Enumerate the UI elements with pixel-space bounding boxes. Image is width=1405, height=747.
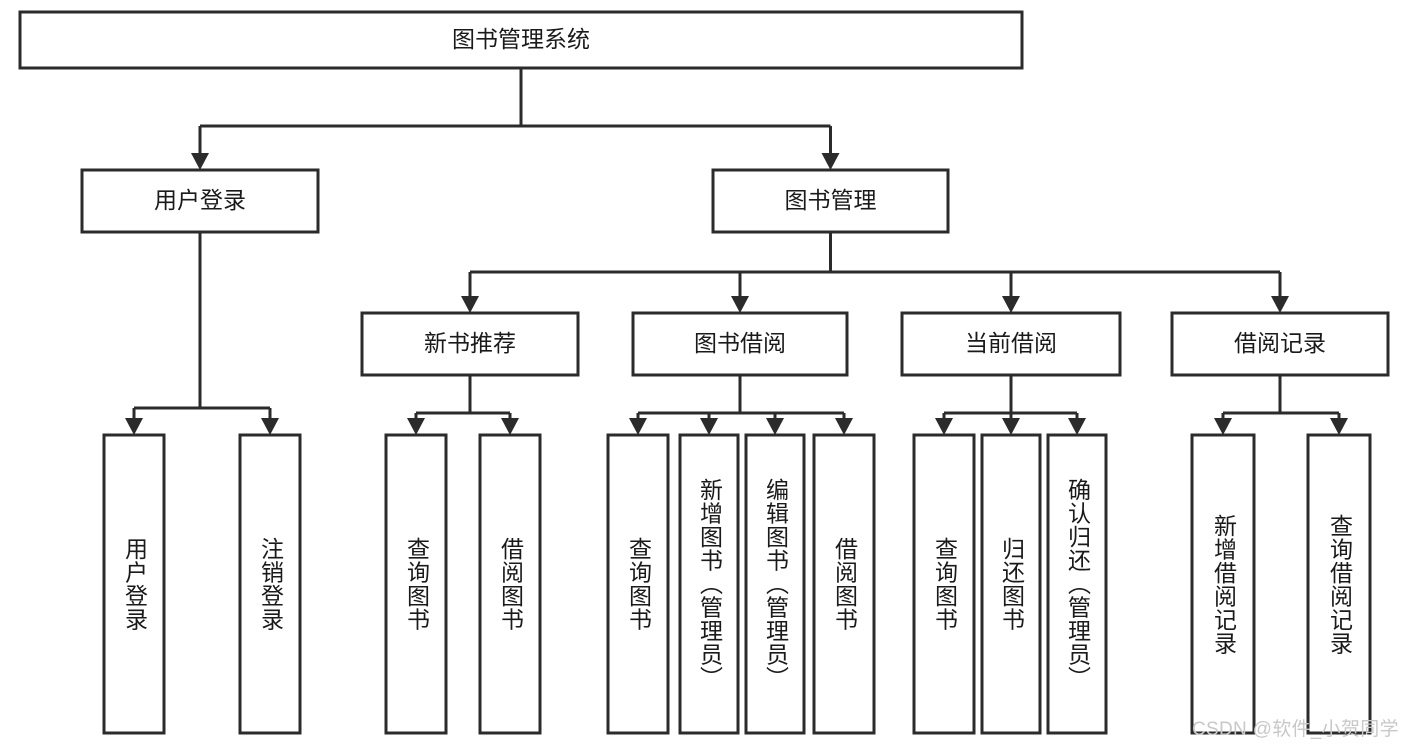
root-arrow-0 [191,153,209,170]
level2-label-1: 图书管理 [785,187,877,213]
l3-2-arrow-0 [935,418,953,435]
l3-0-arrow-0 [407,418,425,435]
l3-3-arrow-0 [1214,418,1232,435]
l3-3-arrow-1 [1330,418,1348,435]
leaf-box-7[interactable] [812,433,876,735]
leaf-box-11[interactable] [1190,433,1256,735]
book-mgmt-arrow-1 [731,296,749,313]
level3-box-3[interactable] [1170,311,1390,377]
root-label-0: 图书管理系统 [452,26,590,52]
book-mgmt-arrow-2 [1002,296,1020,313]
l3-1-arrow-0 [629,418,647,435]
edge-layer [125,68,1348,435]
root-arrow-1 [821,153,840,170]
leaf-box-0[interactable] [102,433,166,735]
l3-0-arrow-1 [501,418,519,435]
level3-label-2: 当前借阅 [965,330,1057,356]
book-mgmt-arrow-0 [461,296,479,313]
leaf-box-6[interactable] [744,433,806,735]
l3-2-arrow-2 [1068,418,1086,435]
user-login-arrow-0 [125,418,143,435]
level2-label-0: 用户登录 [154,187,246,213]
level2-box-0[interactable] [80,168,320,234]
leaf-box-1[interactable] [238,433,302,735]
leaf-box-9[interactable] [980,433,1042,735]
leaf-box-4[interactable] [606,433,670,735]
leaf-box-10[interactable] [1046,433,1108,735]
book-mgmt-arrow-3 [1271,296,1289,313]
level3-box-2[interactable] [900,311,1122,377]
level3-box-1[interactable] [631,311,849,377]
root-box-0[interactable] [18,10,1024,70]
l3-2-arrow-1 [1002,418,1020,435]
l3-1-arrow-1 [700,418,718,435]
level3-label-1: 图书借阅 [694,330,786,356]
leaf-box-5[interactable] [678,433,740,735]
level2-box-1[interactable] [711,168,950,234]
box-layer [18,10,1390,735]
l3-1-arrow-3 [835,418,853,435]
csdn-watermark: CSDN @软件_小贺同学 [1192,719,1399,740]
leaf-box-8[interactable] [912,433,976,735]
leaf-box-2[interactable] [384,433,448,735]
user-login-arrow-1 [261,418,279,435]
l3-1-arrow-2 [766,418,784,435]
leaf-box-12[interactable] [1306,433,1372,735]
level3-label-3: 借阅记录 [1234,330,1326,356]
level3-box-0[interactable] [360,311,580,377]
leaf-box-3[interactable] [478,433,542,735]
level3-label-0: 新书推荐 [424,330,516,356]
